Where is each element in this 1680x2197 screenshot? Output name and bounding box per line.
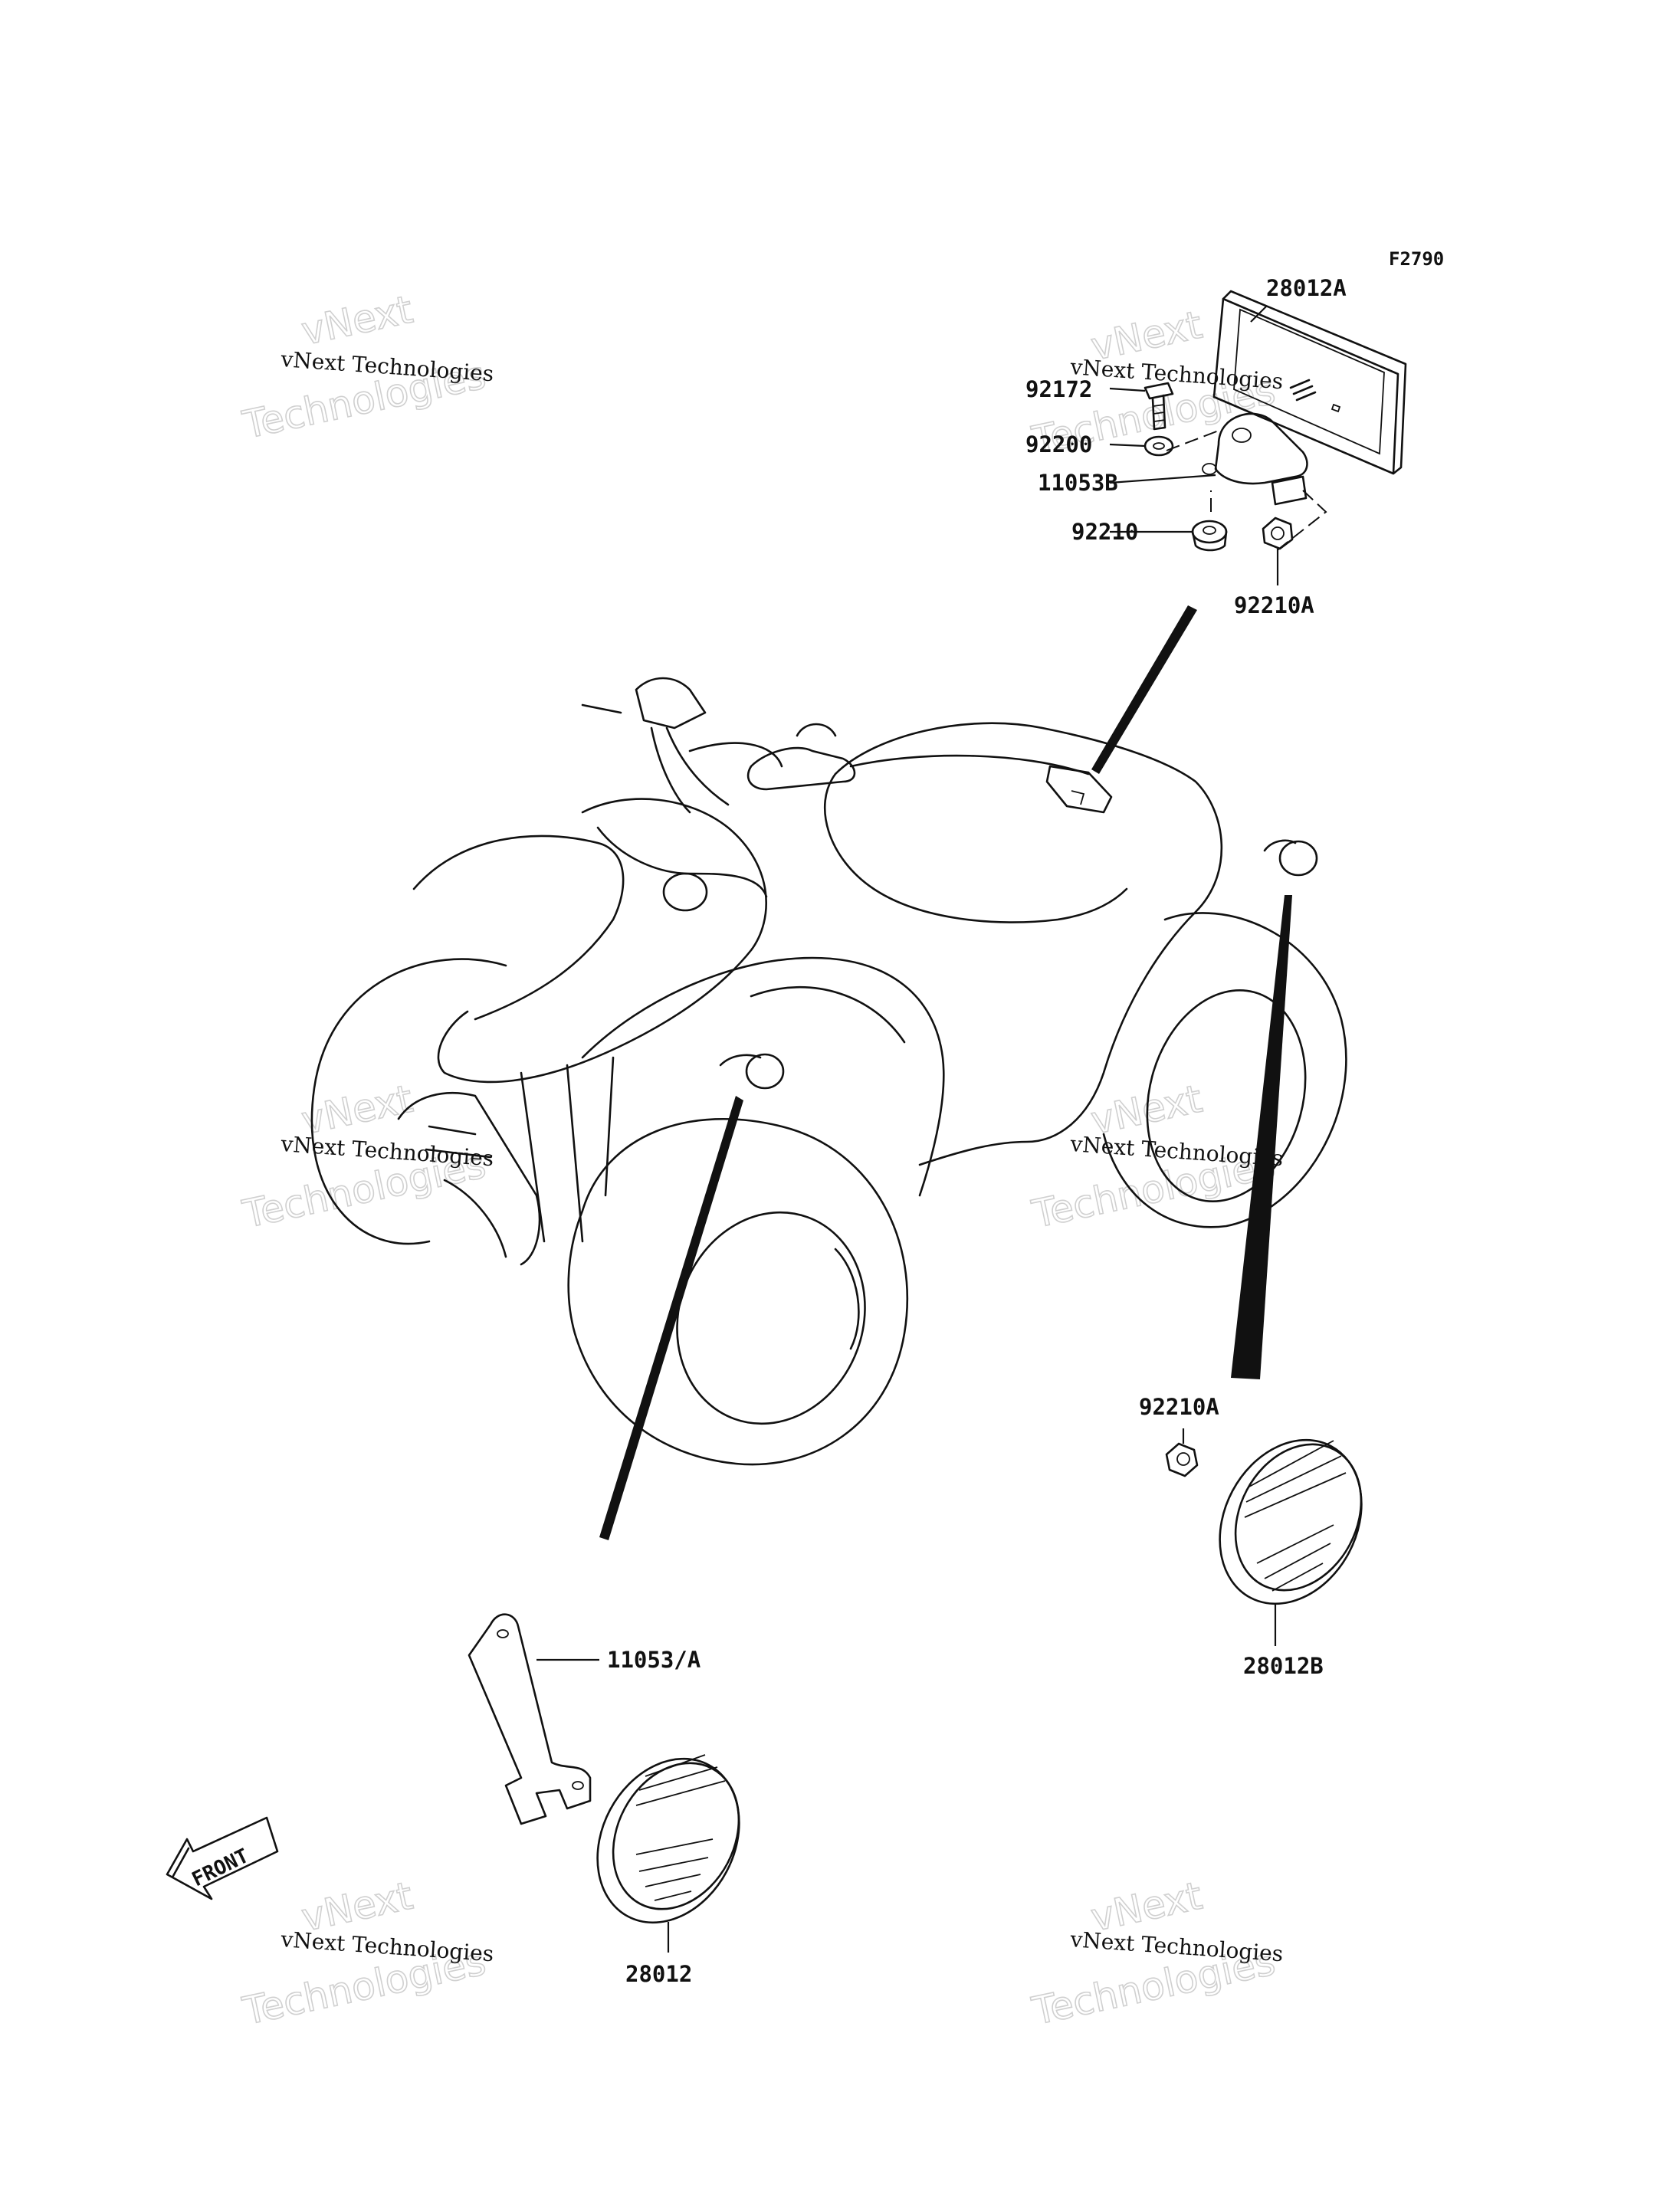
front-reflector-part: [596, 1754, 740, 1924]
watermark-bottom-right: vNext Technologies vNext Technologies: [1028, 1873, 1285, 2035]
nut-a-top-part: [1262, 516, 1294, 550]
pointer-rear: [1091, 605, 1197, 774]
label-28012b: 28012B: [1243, 1653, 1324, 1679]
label-92210: 92210: [1071, 519, 1138, 545]
watermark-top-left: vNext Technologies vNext Technologies: [238, 287, 495, 448]
figure-code: F2790: [1389, 248, 1444, 270]
front-bracket-part: [468, 1613, 592, 1825]
pointer-side: [1231, 895, 1292, 1379]
front-arrow-label: FRONT: [189, 1844, 253, 1891]
label-11053a: 11053/A: [607, 1647, 701, 1673]
nut-part: [1191, 520, 1228, 552]
watermark-bottom-left: vNext Technologies vNext Technologies: [238, 1873, 495, 2035]
rear-reflector-part: [1144, 290, 1407, 553]
front-direction-arrow: FRONT: [166, 1816, 279, 1900]
label-28012: 28012: [625, 1961, 692, 1987]
label-11053b: 11053B: [1038, 470, 1118, 496]
label-92210a-top: 92210A: [1234, 592, 1314, 618]
label-92172: 92172: [1025, 376, 1092, 402]
leader-11053b: [1109, 474, 1216, 484]
leader-92200: [1109, 443, 1146, 448]
side-reflector-part: [1165, 1438, 1363, 1605]
leader-28012a: [1250, 306, 1267, 323]
leader-92172: [1109, 387, 1146, 392]
atv-vehicle: [310, 677, 1347, 1466]
label-92200: 92200: [1025, 431, 1092, 457]
watermark-mid-left: vNext Technologies vNext Technologies: [238, 1076, 495, 1238]
nut-a-side-part: [1165, 1442, 1199, 1477]
label-28012a: 28012A: [1266, 275, 1347, 301]
bolt-part: [1144, 382, 1174, 431]
washer-part: [1144, 435, 1174, 457]
pointer-front: [599, 1096, 743, 1540]
label-92210a-side: 92210A: [1139, 1394, 1219, 1420]
watermark-big-1: vNext: [297, 287, 416, 354]
